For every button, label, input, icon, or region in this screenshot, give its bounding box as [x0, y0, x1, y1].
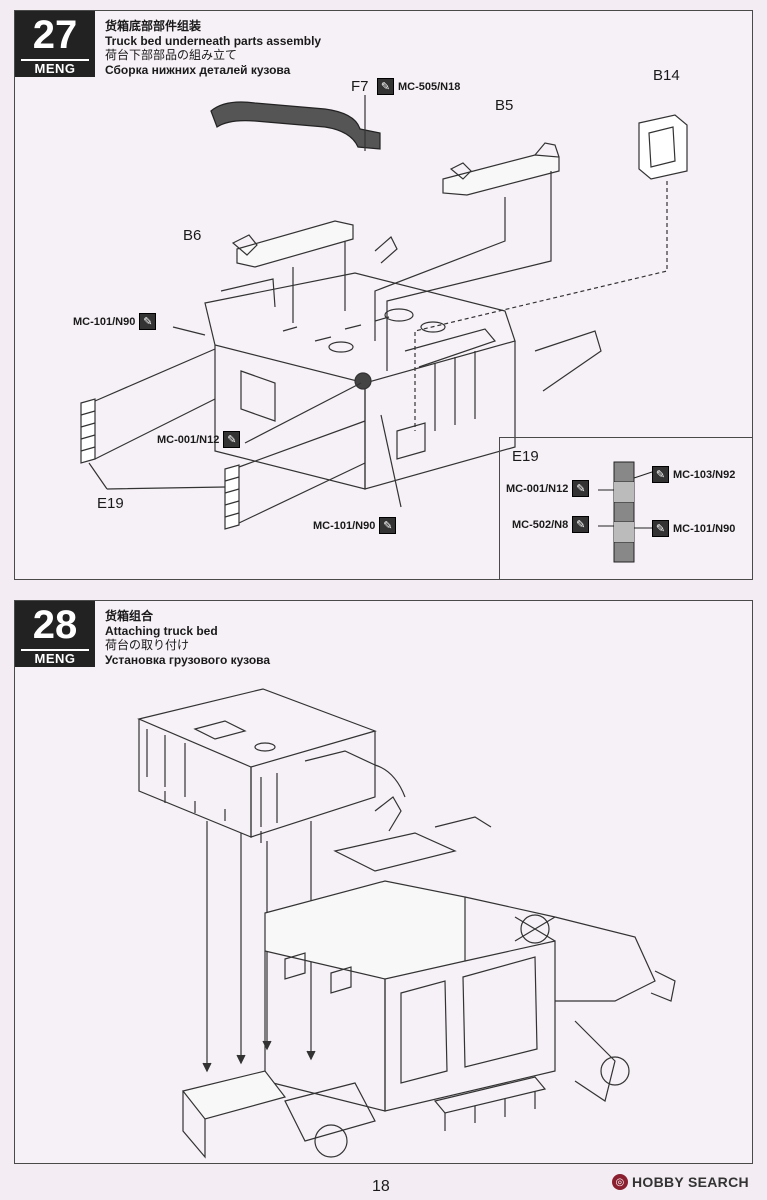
step-27-title-cn: 货箱底部部件组装 [105, 19, 202, 33]
step-28-title-cn: 货箱组合 [105, 609, 154, 623]
step-28-title-jp: 荷台の取り付け [105, 638, 190, 652]
paintbrush-icon: ✎ [223, 431, 241, 448]
paintbrush-icon: ✎ [572, 480, 590, 497]
paintbrush-icon: ✎ [652, 466, 669, 483]
page-number: 18 [372, 1178, 390, 1195]
paintbrush-icon: ✎ [379, 517, 397, 534]
step-27-drawing [80, 95, 688, 530]
inset-label-e19: E19 [512, 448, 539, 465]
e19-detail-inset: E19 MC-001/N12 ✎ MC-502/N8 ✎ ✎ MC-103/N9… [499, 437, 753, 580]
step-28-title-en: Attaching truck bed [105, 623, 218, 638]
step-27-panel: 27 MENG 货箱底部部件组装 Truck bed underneath pa… [14, 10, 753, 580]
paintbrush-icon: ✎ [377, 78, 394, 95]
paint-callout-mc505: ✎ MC-505/N18 [377, 78, 460, 95]
part-label-b5: B5 [495, 97, 514, 114]
step-28-titles: 货箱组合 Attaching truck bed 荷台の取り付け Установ… [105, 609, 270, 667]
inset-paint-mc001: MC-001/N12 ✎ [506, 480, 590, 497]
step-27-title-jp: 荷台下部部品の組み立て [105, 48, 238, 62]
paintbrush-icon: ✎ [139, 313, 157, 330]
step-27-badge: 27 MENG [15, 11, 95, 77]
part-label-f7: F7 [351, 78, 369, 95]
inset-paint-mc103: ✎ MC-103/N92 [652, 466, 735, 483]
paintbrush-icon: ✎ [652, 520, 669, 537]
step-28-number: 28 [32, 603, 78, 647]
paint-callout-mc101-left: MC-101/N90 ✎ [73, 313, 157, 330]
inset-paint-mc101: ✎ MC-101/N90 [652, 520, 735, 537]
paint-callout-mc001-mid: MC-001/N12 ✎ [157, 431, 241, 448]
step-27-brand: MENG [21, 59, 89, 76]
step-27-number: 27 [32, 13, 78, 57]
part-label-e19: E19 [97, 495, 124, 512]
part-label-b6: B6 [183, 227, 202, 244]
inset-paint-mc502: MC-502/N8 ✎ [512, 516, 590, 533]
e19-strip-detail [598, 461, 653, 563]
step-27-title-ru: Сборка нижних деталей кузова [105, 62, 291, 77]
hobby-search-logo-icon: ◎ [612, 1174, 628, 1190]
step-28-panel: 28 MENG 货箱组合 Attaching truck bed 荷台の取り付け… [14, 600, 753, 1164]
step-28-brand: MENG [21, 649, 89, 666]
step-28-title-ru: Установка грузового кузова [105, 652, 271, 667]
step-28-drawing [137, 688, 676, 1159]
step-27-title-en: Truck bed underneath parts assembly [105, 33, 322, 48]
part-label-b14: B14 [653, 67, 680, 84]
step-27-titles: 货箱底部部件组装 Truck bed underneath parts asse… [105, 19, 321, 77]
watermark: ◎ HOBBY SEARCH [612, 1174, 749, 1190]
paint-callout-mc101-bottom: MC-101/N90 ✎ [313, 517, 397, 534]
paintbrush-icon: ✎ [572, 516, 590, 533]
step-28-badge: 28 MENG [15, 601, 95, 667]
